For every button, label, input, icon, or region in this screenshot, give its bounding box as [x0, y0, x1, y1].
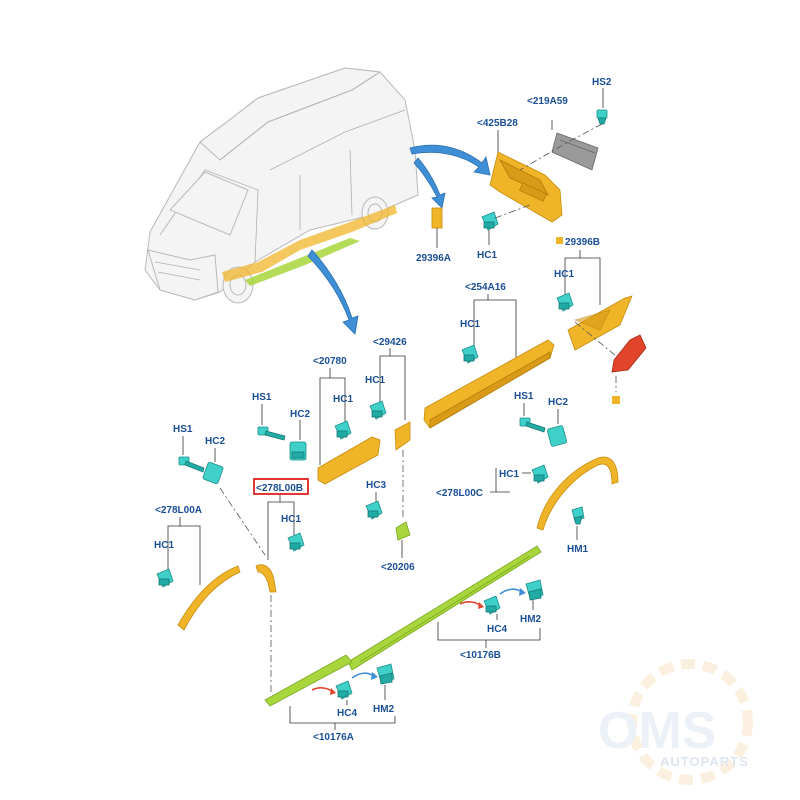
clip-hc4-b[interactable] — [483, 595, 501, 615]
part-425b28[interactable] — [489, 151, 563, 223]
label-10176a: <10176A — [313, 732, 354, 743]
label-29396a: 29396A — [416, 253, 451, 264]
label-hs1-right: HS1 — [514, 391, 534, 402]
screw-hs1-left[interactable] — [178, 456, 205, 473]
part-278l00c[interactable] — [536, 456, 619, 531]
screw-hs2[interactable] — [596, 109, 608, 125]
label-20780: <20780 — [313, 356, 347, 367]
clip-hc1-29426[interactable] — [369, 400, 387, 420]
highlight-box — [253, 478, 309, 495]
clip-hc1-278b[interactable] — [287, 532, 305, 552]
label-hc1-278c: HC1 — [499, 469, 519, 480]
label-hc1-278b: HC1 — [281, 514, 301, 525]
part-10176a[interactable] — [264, 654, 353, 707]
clip-hc1-29396b[interactable] — [556, 292, 574, 312]
part-29396b-swatch — [556, 237, 563, 244]
clip-hm2-a[interactable] — [376, 663, 395, 685]
part-20206[interactable] — [395, 521, 411, 541]
label-hc1-254: HC1 — [460, 319, 480, 330]
screw-hs1-right[interactable] — [519, 417, 546, 433]
label-hm2-b: HM2 — [520, 614, 542, 625]
label-hs1-20780: HS1 — [252, 392, 272, 403]
part-278l00a[interactable] — [177, 565, 241, 631]
clip-hc1-278c[interactable] — [531, 464, 549, 484]
label-hc4-b: HC4 — [487, 624, 507, 635]
label-278l00c: <278L00C — [436, 488, 483, 499]
label-hc1-top: HC1 — [477, 250, 497, 261]
van-illustration — [144, 67, 419, 304]
callout-arrows — [307, 144, 491, 335]
part-29396b[interactable] — [567, 295, 633, 351]
screw-hs1-20780[interactable] — [257, 426, 286, 441]
label-29396b: 29396B — [565, 237, 600, 248]
clip-hc2-right[interactable] — [546, 425, 568, 447]
label-20206: <20206 — [381, 562, 415, 573]
label-278l00b[interactable]: <278L00B — [256, 483, 303, 494]
watermark-brand: OMS — [598, 702, 716, 760]
label-hm1: HM1 — [567, 544, 589, 555]
label-hs1-left: HS1 — [173, 424, 193, 435]
label-hc3: HC3 — [366, 480, 386, 491]
clip-hc4-a[interactable] — [335, 680, 353, 700]
clip-hc3[interactable] — [365, 500, 383, 520]
label-219a59: <219A59 — [527, 96, 568, 107]
clip-hc2-left[interactable] — [202, 461, 224, 485]
van-trim-highlight — [222, 205, 397, 282]
watermark-logo: OMS AUTOPARTS — [598, 659, 753, 785]
label-hm2-a: HM2 — [373, 704, 395, 715]
label-29426: <29426 — [373, 337, 407, 348]
label-10176b: <10176B — [460, 650, 501, 661]
label-hc2-right: HC2 — [548, 397, 568, 408]
label-hc4-a: HC4 — [337, 708, 357, 719]
part-29426[interactable] — [394, 421, 411, 451]
label-hc2-20780: HC2 — [290, 409, 310, 420]
clip-hm2-b[interactable] — [525, 579, 544, 601]
label-254a16: <254A16 — [465, 282, 506, 293]
part-219a59[interactable] — [551, 132, 599, 171]
clip-hm1[interactable] — [571, 506, 585, 525]
part-20780[interactable] — [317, 436, 381, 485]
watermark-sub: AUTOPARTS — [660, 754, 749, 769]
label-hs2: HS2 — [592, 77, 612, 88]
label-hc1-20780: HC1 — [333, 394, 353, 405]
label-hc1-29426: HC1 — [365, 375, 385, 386]
clip-hc1-20780[interactable] — [334, 420, 352, 440]
part-278l00b[interactable] — [255, 564, 277, 593]
label-425b28: <425B28 — [477, 118, 518, 129]
part-254a16[interactable] — [423, 339, 555, 429]
clip-hc1-254[interactable] — [461, 344, 479, 364]
clip-hc2-20780[interactable] — [289, 441, 307, 461]
label-278l00a: <278L00A — [155, 505, 202, 516]
spacer-small — [612, 396, 620, 404]
label-hc1-278a: HC1 — [154, 540, 174, 551]
bracket-red[interactable] — [611, 334, 647, 373]
clip-hc1-top[interactable] — [481, 211, 499, 231]
clip-hc1-278a[interactable] — [156, 568, 174, 588]
label-hc1-29396b: HC1 — [554, 269, 574, 280]
van-moulding-highlight — [245, 238, 360, 286]
label-hc2-left: HC2 — [205, 436, 225, 447]
part-10176b[interactable] — [347, 545, 542, 671]
part-29396a[interactable] — [431, 207, 443, 229]
